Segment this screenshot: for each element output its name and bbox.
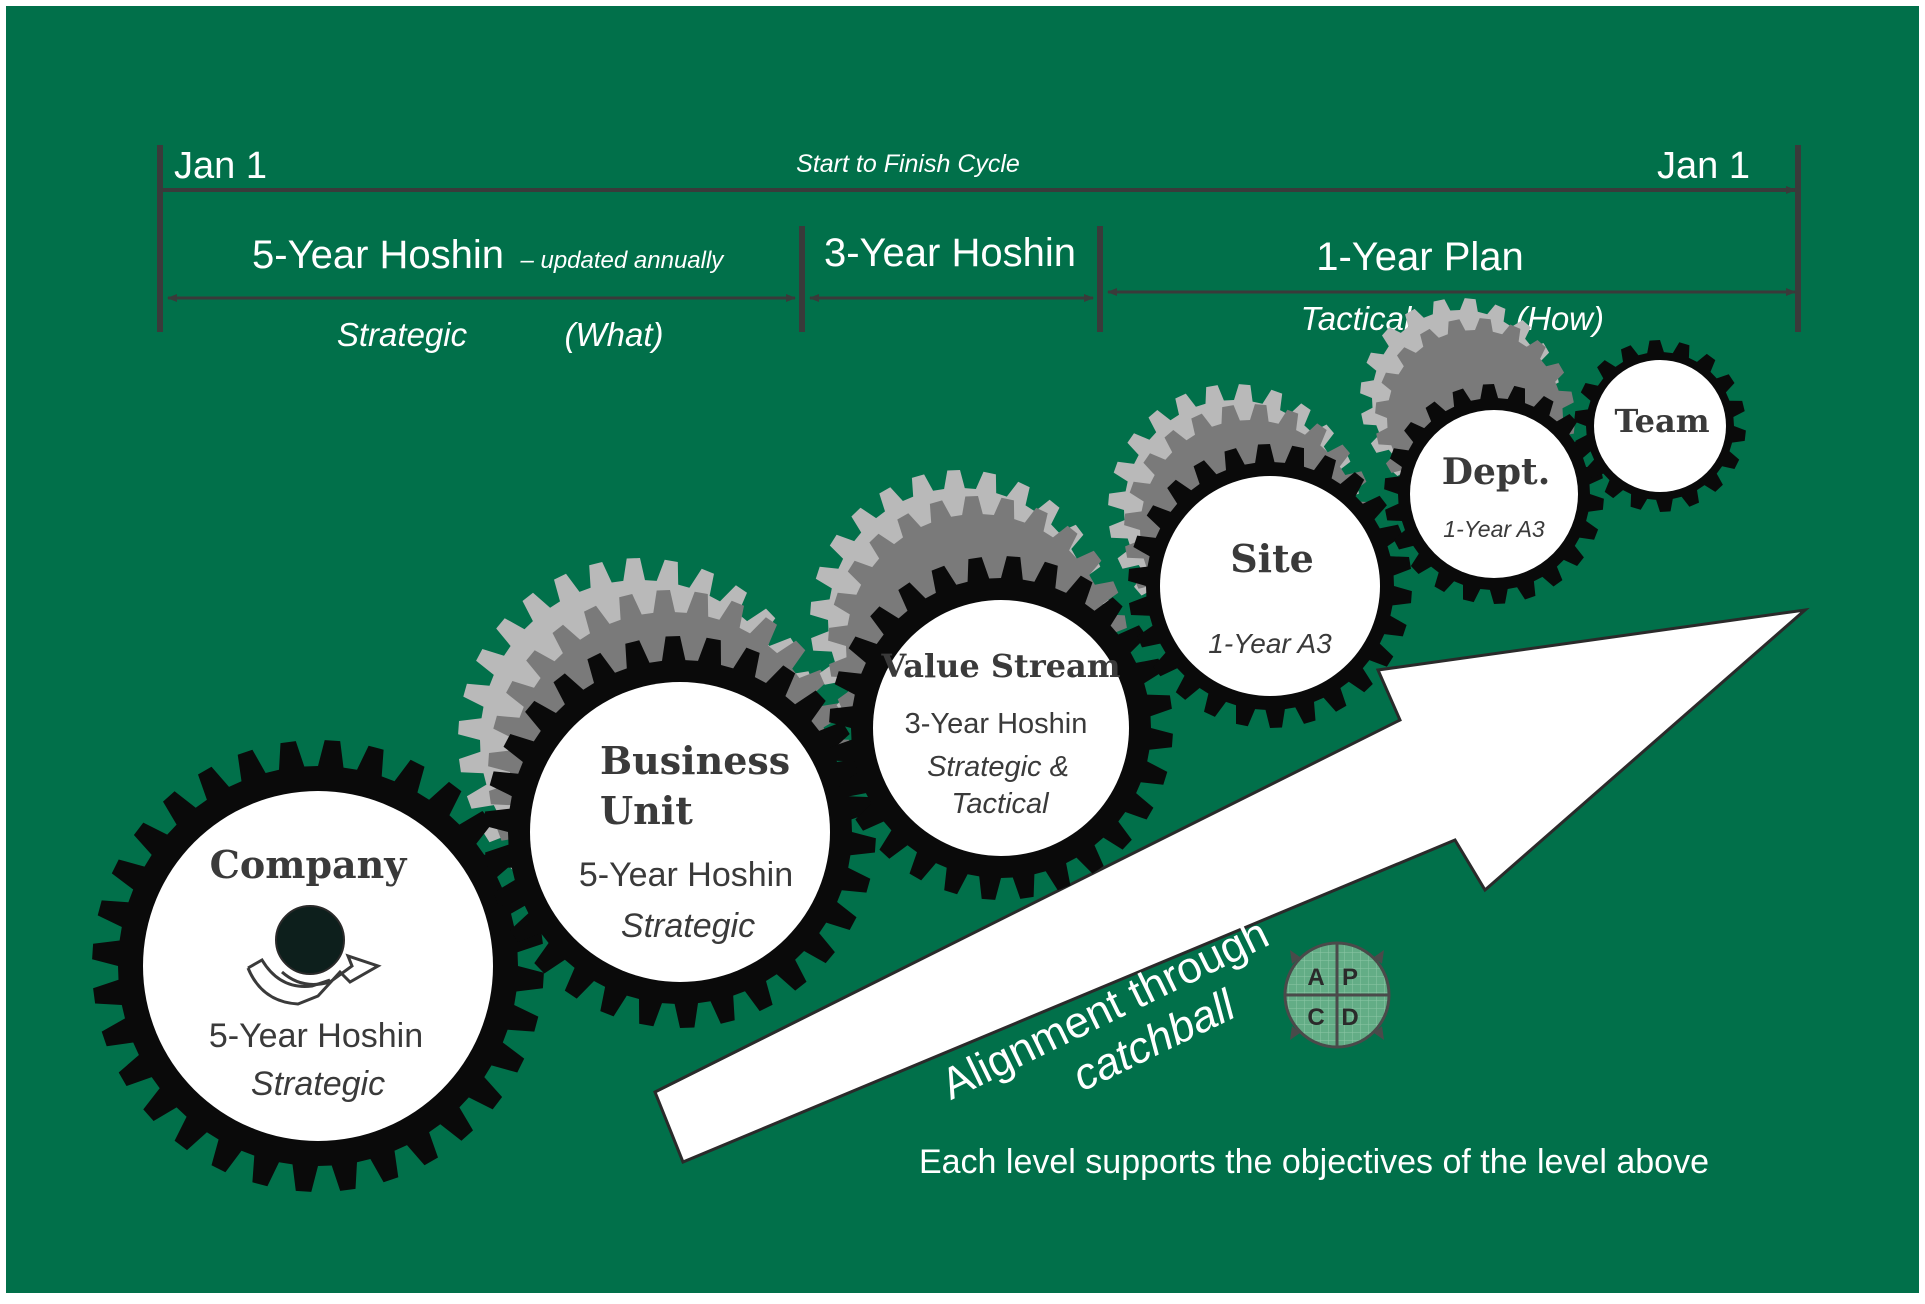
alignment-arrow bbox=[653, 607, 1810, 1164]
business-unit-name-line2: Unit bbox=[600, 788, 693, 833]
one-year-title: 1-Year Plan bbox=[1316, 235, 1524, 279]
value-stream-gear-hub bbox=[873, 600, 1129, 856]
five-year-heading: 5-Year Hoshin – updated annually bbox=[252, 233, 725, 277]
pdca-cycle-icon: A P C D bbox=[1283, 941, 1391, 1049]
timeline-start-label: Jan 1 bbox=[174, 145, 267, 187]
pdca-c: C bbox=[1307, 1004, 1324, 1031]
pdca-p: P bbox=[1342, 964, 1358, 991]
five-year-note: – updated annually bbox=[519, 247, 725, 274]
strategic-label: Strategic bbox=[337, 316, 468, 353]
pdca-d: D bbox=[1341, 1004, 1358, 1031]
what-label: (What) bbox=[565, 316, 664, 353]
company-labels: Company 5-Year Hoshin Strategic bbox=[209, 842, 423, 1103]
team-gear-hub bbox=[1594, 360, 1726, 492]
site-labels: Site 1-Year A3 bbox=[1208, 536, 1332, 659]
value-stream-plan: 3-Year Hoshin bbox=[905, 708, 1088, 740]
value-stream-type-line2: Tactical bbox=[951, 788, 1050, 820]
alignment-arrow-shape bbox=[653, 607, 1810, 1164]
dept-gear-hub bbox=[1410, 410, 1578, 578]
business-unit-plan: 5-Year Hoshin bbox=[579, 856, 793, 894]
dept-labels: Dept. 1-Year A3 bbox=[1442, 451, 1550, 542]
business-unit-labels: Business Unit 5-Year Hoshin Strategic bbox=[579, 738, 793, 945]
site-plan: 1-Year A3 bbox=[1208, 628, 1332, 659]
site-gear-hub bbox=[1160, 476, 1380, 696]
catchball-cycle-icon bbox=[246, 905, 382, 1006]
dept-plan: 1-Year A3 bbox=[1443, 516, 1545, 542]
three-year-title: 3-Year Hoshin bbox=[824, 231, 1076, 275]
team-name: Team bbox=[1614, 402, 1709, 440]
company-type: Strategic bbox=[251, 1065, 385, 1103]
value-stream-type-line1: Strategic & bbox=[927, 751, 1069, 783]
business-unit-name-line1: Business bbox=[600, 738, 790, 783]
timeline-end-label: Jan 1 bbox=[1657, 145, 1750, 187]
team-labels: Team bbox=[1614, 402, 1709, 440]
value-stream-labels: Value Stream 3-Year Hoshin Strategic & T… bbox=[880, 647, 1120, 820]
value-stream-name: Value Stream bbox=[880, 647, 1120, 685]
footer-caption: Each level supports the objectives of th… bbox=[919, 1143, 1709, 1181]
company-name: Company bbox=[210, 842, 408, 887]
business-unit-gear-hub bbox=[530, 682, 830, 982]
dept-name: Dept. bbox=[1442, 451, 1550, 493]
catchball-ball bbox=[275, 905, 345, 975]
five-year-title: 5-Year Hoshin bbox=[252, 233, 504, 277]
pdca-a: A bbox=[1307, 964, 1324, 991]
business-unit-type: Strategic bbox=[621, 907, 755, 945]
company-plan: 5-Year Hoshin bbox=[209, 1017, 423, 1055]
how-label: (How) bbox=[1516, 300, 1604, 337]
timeline-cycle-label: Start to Finish Cycle bbox=[796, 150, 1020, 178]
timeline: Jan 1 Jan 1 Start to Finish Cycle 5-Year… bbox=[157, 145, 1801, 353]
site-name: Site bbox=[1230, 536, 1314, 581]
